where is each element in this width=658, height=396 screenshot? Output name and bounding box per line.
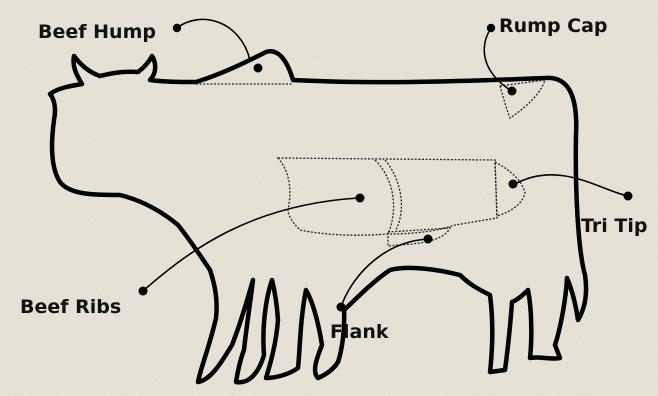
tri-tip-label: Tri Tip: [581, 215, 647, 237]
beef-ribs-point-dot: [356, 194, 365, 203]
flank-label: Flank: [330, 321, 389, 343]
beef-ribs-label: Beef Ribs: [20, 296, 121, 318]
beef-hump-point-dot: [254, 64, 263, 73]
flank-point-dot: [424, 235, 433, 244]
beef-hump-label: Beef Hump: [38, 21, 156, 43]
tri-tip-label-dot: [624, 192, 633, 201]
rump-cap-label: Rump Cap: [499, 15, 608, 37]
rump-cap-label-dot: [487, 24, 495, 32]
beef-hump-label-dot: [173, 24, 181, 32]
rump-cap-point-dot: [508, 87, 517, 96]
beef-ribs-label-dot: [139, 287, 148, 296]
tri-tip-point-dot: [509, 180, 518, 189]
flank-label-dot: [337, 303, 346, 312]
